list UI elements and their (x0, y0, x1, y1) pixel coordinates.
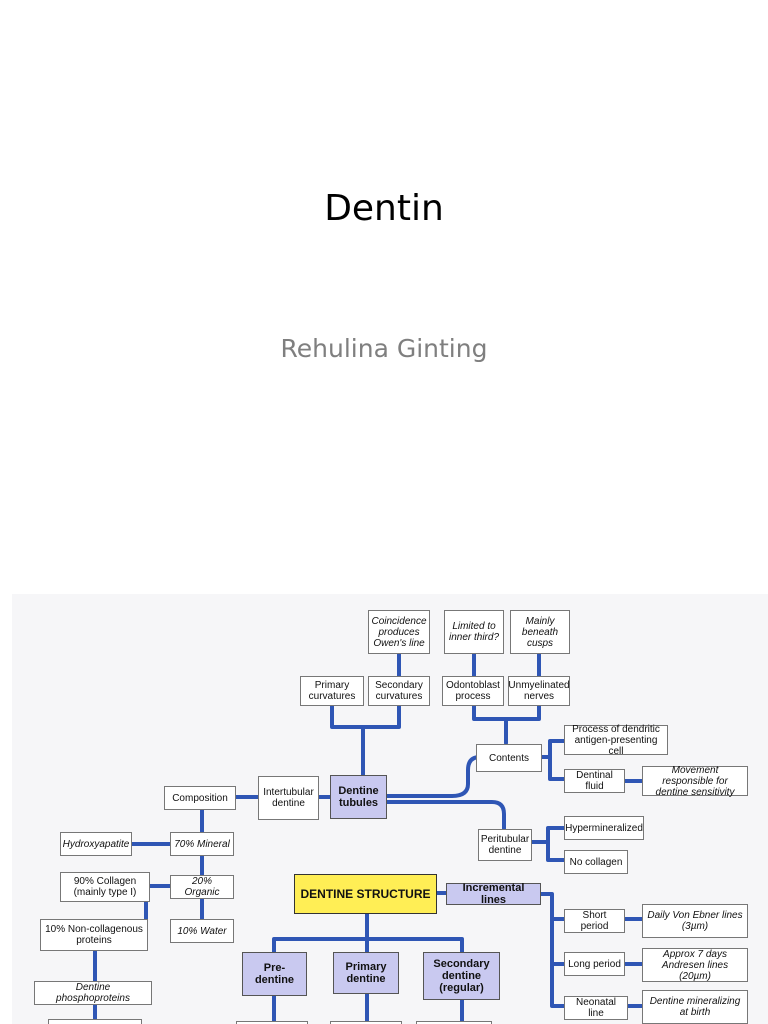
intertubular-dentine-box: Intertubular dentine (258, 776, 319, 820)
long-period-box: Long period (564, 952, 625, 976)
slide-subtitle: Rehulina Ginting (280, 334, 488, 363)
process-dendritic-cell-box: Process of dendritic antigen-presenting … (564, 724, 668, 757)
secondary-dentine-box: Secondary dentine (regular) (423, 952, 500, 1000)
von-ebner-lines-box: Daily Von Ebner lines (3µm) (642, 904, 748, 938)
primary-dentine-box: Primary dentine (333, 952, 399, 994)
incremental-lines-box: Incremental lines (446, 882, 541, 906)
coincidence-owens-line-box: Coincidence produces Owen's line (368, 610, 430, 654)
connector-lines (93, 651, 644, 1024)
neonatal-line-box: Neonatal line (564, 996, 628, 1020)
pre-dentine-box: Pre-dentine (242, 952, 307, 996)
hypermineralized-box: Hypermineralized (564, 816, 644, 840)
organic-20-box: 20% Organic (170, 875, 234, 899)
andresen-lines-box: Approx 7 days Andresen lines (20µm) (642, 948, 748, 982)
cut-off-box-left (48, 1019, 142, 1024)
slide-title: Dentin (324, 188, 444, 229)
secondary-curvatures-box: Secondary curvatures (368, 676, 430, 706)
cut-off-box-primary (330, 1021, 402, 1024)
mineral-70-box: 70% Mineral (170, 832, 234, 856)
collagen-90-box: 90% Collagen (mainly type I) (60, 872, 150, 902)
hydroxyapatite-box: Hydroxyapatite (60, 832, 132, 856)
peritubular-dentine-box: Peritubular dentine (478, 829, 532, 861)
contents-box: Contents (476, 744, 542, 772)
short-period-box: Short period (564, 909, 625, 933)
dentine-structure-box: DENTINE STRUCTURE (294, 874, 437, 914)
dentine-structure-diagram: Coincidence produces Owen's line Limited… (12, 594, 768, 1024)
dentine-tubules-box: Dentine tubules (330, 775, 387, 819)
composition-box: Composition (164, 786, 236, 810)
primary-curvatures-box: Primary curvatures (300, 676, 364, 706)
dentine-mineralizing-box: Dentine mineralizing at birth (642, 990, 748, 1024)
dentine-phosphoproteins-box: Dentine phosphoproteins (34, 981, 152, 1005)
limited-inner-third-box: Limited to inner third? (444, 610, 504, 654)
movement-sensitivity-box: Movement responsible for dentine sensiti… (642, 765, 748, 798)
non-collagenous-proteins-box: 10% Non-collagenous proteins (40, 919, 148, 951)
no-collagen-box: No collagen (564, 850, 628, 874)
mainly-beneath-cusps-box: Mainly beneath cusps (510, 610, 570, 654)
cut-off-box-pre (236, 1021, 308, 1024)
odontoblast-process-box: Odontoblast process (442, 676, 504, 706)
dentinal-fluid-box: Dentinal fluid (564, 769, 625, 793)
cut-off-box-secondary (416, 1021, 492, 1024)
unmyelinated-nerves-box: Unmyelinated nerves (508, 676, 570, 706)
water-10-box: 10% Water (170, 919, 234, 943)
